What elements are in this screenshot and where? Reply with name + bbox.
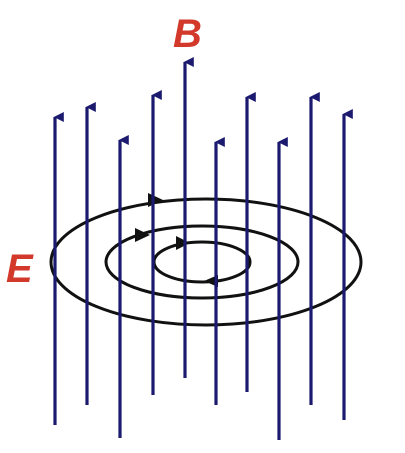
- electric-field-loop-middle: [104, 224, 300, 300]
- electric-field-loop-outer: [49, 197, 363, 327]
- magnetic-field-lines-front: [53, 57, 353, 440]
- loop-arrow-middle-icon: [135, 228, 150, 242]
- magnetic-field-label: B: [173, 12, 202, 56]
- electric-field-label: E: [6, 247, 34, 291]
- electric-field-loop-inner: [152, 240, 252, 284]
- loop-arrow-inner-top-icon: [176, 236, 190, 250]
- electric-field-loops: [49, 193, 363, 327]
- loop-arrow-outer-icon: [148, 193, 163, 207]
